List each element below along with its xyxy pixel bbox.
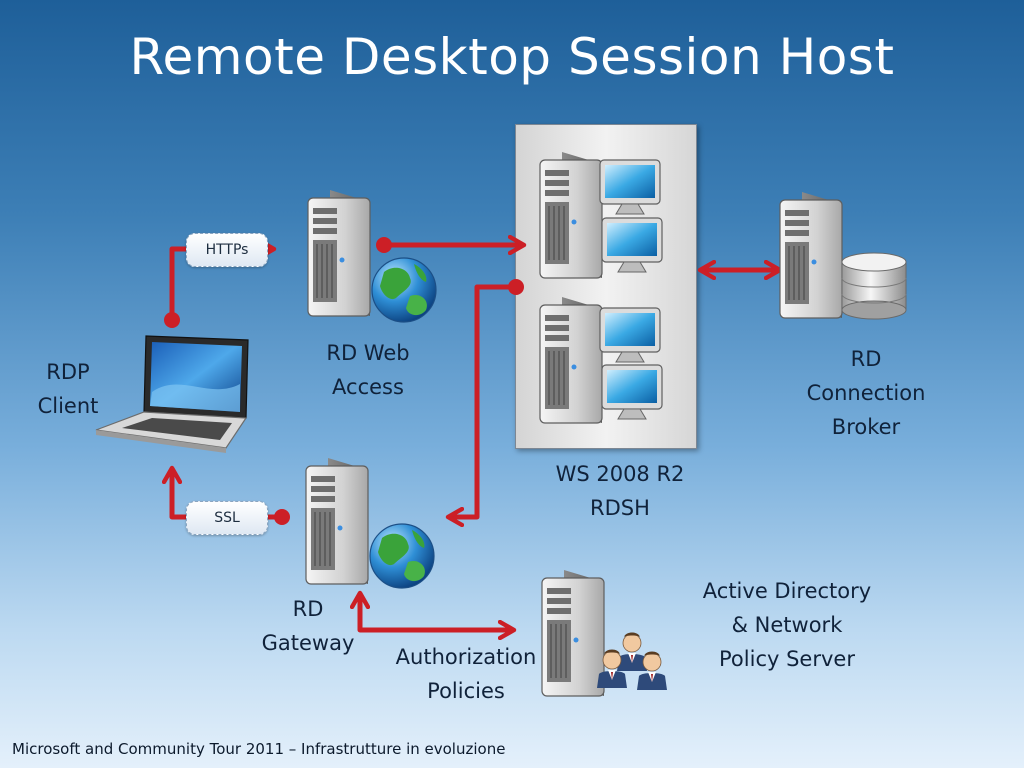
connector-gateway-policy <box>360 595 512 630</box>
monitor-icon <box>601 364 663 420</box>
rd-web-access-label: RD Web Access <box>326 341 410 399</box>
rdsh-label: WS 2008 R2 RDSH <box>555 462 685 520</box>
rd-connection-broker-server-icon <box>779 191 843 319</box>
monitor-icon <box>599 159 661 215</box>
rdsh-server-icon <box>539 296 603 424</box>
ssl-protocol-badge: SSL <box>186 501 268 535</box>
user-icon <box>616 632 648 672</box>
connector-dot <box>164 312 180 328</box>
connector-dot <box>508 279 524 295</box>
connector-dot <box>274 509 290 525</box>
globe-icon <box>371 257 437 323</box>
laptop-icon <box>95 335 249 453</box>
https-protocol-badge: HTTPs <box>186 233 268 267</box>
monitor-icon <box>601 217 663 273</box>
authorization-policies-label: Authorization Policies <box>395 645 537 703</box>
globe-icon <box>369 523 435 589</box>
rd-web-access-server-icon <box>307 189 371 317</box>
active-directory-label: Active Directory & Network Policy Server <box>702 579 872 671</box>
page-title: Remote Desktop Session Host <box>129 28 895 86</box>
active-directory-server-icon <box>541 569 605 697</box>
monitor-icon <box>599 307 661 363</box>
footer-text: Microsoft and Community Tour 2011 – Infr… <box>12 740 506 758</box>
rdsh-server-icon <box>539 151 603 279</box>
connector-dot <box>376 237 392 253</box>
connector-rdsh-to-gateway <box>450 284 519 517</box>
rd-gateway-label: RD Gateway <box>261 597 355 655</box>
rdp-client-label: RDP Client <box>37 360 99 418</box>
rd-gateway-server-icon <box>305 457 369 585</box>
rd-connection-broker-label: RD Connection Broker <box>806 347 926 439</box>
database-icon <box>841 252 907 320</box>
